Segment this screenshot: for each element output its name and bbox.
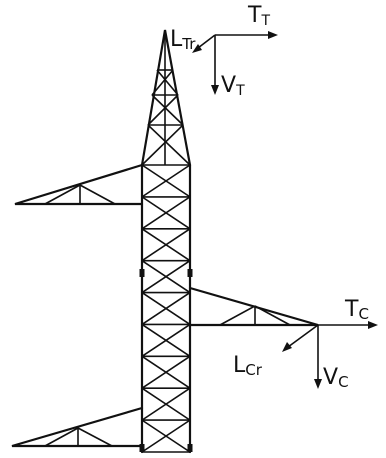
splice-joint bbox=[187, 444, 193, 452]
tower-peak bbox=[140, 29, 192, 167]
label-cond-longitudinal: LCr bbox=[233, 353, 263, 379]
splice-joint bbox=[139, 444, 145, 452]
cond-longitudinal-arrow bbox=[287, 324, 319, 348]
conductor-load-arrows bbox=[282, 321, 378, 389]
arrowhead-icon bbox=[368, 321, 378, 329]
tower-diagonal-member bbox=[141, 164, 191, 198]
label-cond-vertical: VC bbox=[323, 365, 349, 391]
arrowhead-icon bbox=[192, 44, 202, 53]
splice-joint bbox=[139, 269, 145, 277]
bottom-left-crossarm bbox=[11, 406, 144, 448]
splice-joint bbox=[187, 269, 193, 277]
tower-diagonal-member bbox=[141, 228, 191, 262]
label-top-longitudinal: LTr bbox=[170, 27, 196, 53]
upper-left-crossarm bbox=[14, 163, 144, 206]
tower-diagonal-member bbox=[141, 355, 191, 389]
label-cond-transverse: TC bbox=[344, 297, 369, 323]
tower-body bbox=[139, 163, 193, 454]
tower-diagonal-member bbox=[141, 196, 191, 230]
arrowhead-icon bbox=[282, 342, 292, 352]
tower-diagonal-member bbox=[141, 323, 191, 357]
tower-diagonal-member bbox=[141, 291, 191, 326]
label-top-transverse: TT bbox=[247, 3, 270, 29]
label-top-vertical: VT bbox=[221, 73, 245, 99]
arrowhead-icon bbox=[211, 85, 219, 95]
top-load-arrows bbox=[192, 31, 278, 95]
tower-diagonal-member bbox=[141, 260, 191, 294]
top-longitudinal-arrow bbox=[197, 34, 216, 49]
tower-diagonal-member bbox=[141, 419, 191, 453]
tower-diagonal-member bbox=[141, 387, 191, 421]
arrowhead-icon bbox=[314, 379, 322, 389]
arrowhead-icon bbox=[268, 31, 278, 39]
lower-right-crossarm bbox=[188, 286, 319, 327]
